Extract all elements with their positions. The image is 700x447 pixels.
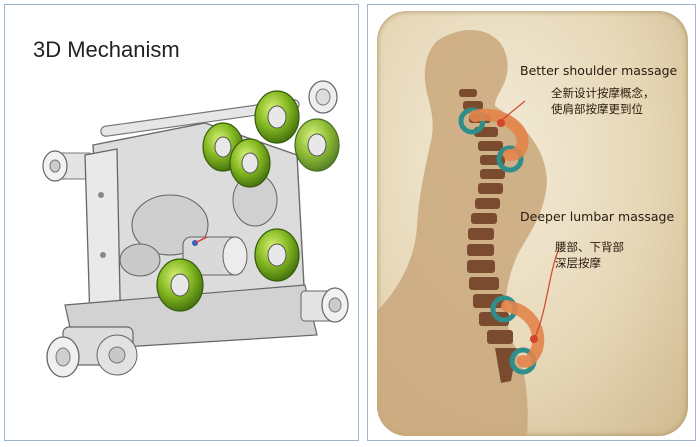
- shoulder-desc-line-1: 全新设计按摩概念，: [551, 86, 655, 100]
- pulley-bottom-right: [300, 287, 349, 323]
- lumbar-title: Deeper lumbar massage: [520, 209, 675, 224]
- mechanism-illustration: [42, 80, 349, 378]
- roller-bottom-2: [254, 228, 300, 282]
- wheel-bottom-left: [46, 326, 138, 378]
- shoulder-arrow: [469, 108, 529, 162]
- top-rail: [100, 99, 300, 137]
- lumbar-leader-line: [534, 248, 560, 338]
- roller-top-4: [294, 118, 340, 172]
- lumbar-arrow: [501, 300, 545, 368]
- lumbar-desc-line-1: 腰部、下背部: [555, 240, 624, 254]
- spine-illustration: [377, 29, 560, 436]
- shoulder-leader-line: [502, 100, 526, 120]
- shoulder-title: Better shoulder massage: [520, 63, 678, 78]
- roller-top-3: [229, 138, 271, 188]
- shoulder-desc-line-2: 使肩部按摩更到位: [551, 102, 643, 116]
- pulley-left: [42, 150, 94, 182]
- spine-panel: Better shoulder massage 全新设计按摩概念， 使肩部按摩更…: [367, 4, 696, 441]
- pulley-top-right: [308, 80, 338, 114]
- motor-assembly: [119, 173, 278, 277]
- shoulder-roller-upper: [458, 107, 486, 135]
- lumbar-point: [530, 335, 538, 343]
- mechanism-title: 3D Mechanism: [33, 37, 180, 62]
- mechanism-panel: 3D Mechanism: [4, 4, 359, 441]
- roller-bottom-1: [156, 258, 204, 312]
- lumbar-desc-line-2: 深层按摩: [555, 256, 601, 270]
- shoulder-point: [497, 119, 505, 127]
- spine-card: Better shoulder massage 全新设计按摩概念， 使肩部按摩更…: [377, 11, 688, 436]
- shoulder-roller-lower: [496, 145, 524, 173]
- roller-top-1: [254, 90, 300, 144]
